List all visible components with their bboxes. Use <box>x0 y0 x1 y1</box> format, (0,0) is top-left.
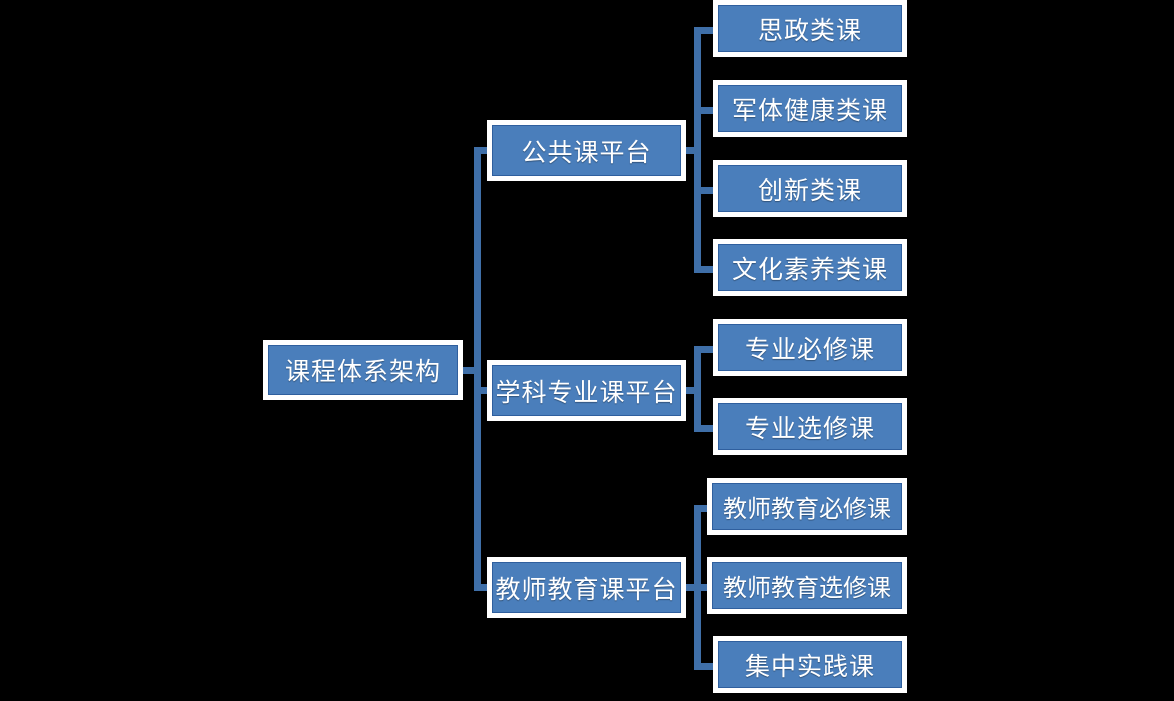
node-root[interactable]: 课程体系架构 <box>263 340 463 400</box>
node-leaf-2-1-label: 专业必修课 <box>718 324 902 371</box>
connector-branch-1-leaf-3 <box>694 187 720 194</box>
connector-branch-2-stub <box>679 387 701 394</box>
connector-root-stub <box>456 367 478 374</box>
node-branch-discipline-courses[interactable]: 学科专业课平台 <box>487 360 686 421</box>
node-root-label: 课程体系架构 <box>268 345 458 395</box>
connector-branch-1-leaf-1 <box>694 27 720 34</box>
node-leaf-ideological-political[interactable]: 思政类课 <box>713 0 907 57</box>
node-leaf-1-1-label: 思政类课 <box>718 5 902 52</box>
node-leaf-1-3-label: 创新类课 <box>718 165 902 212</box>
connector-trunk-to-branch-1 <box>474 147 496 154</box>
node-leaf-3-2-label: 教师教育选修课 <box>712 562 902 609</box>
node-leaf-1-2-label: 军体健康类课 <box>718 85 902 132</box>
connector-branch-1-leaf-4 <box>694 266 720 273</box>
connector-branch-1-leaf-2 <box>694 107 720 114</box>
connector-root-trunk <box>474 147 481 591</box>
node-branch-1-label: 公共课平台 <box>492 125 681 176</box>
connector-branch-1-trunk <box>694 27 701 269</box>
connector-branch-3-stub <box>679 584 701 591</box>
node-leaf-innovation[interactable]: 创新类课 <box>713 160 907 217</box>
node-branch-teacher-education-courses[interactable]: 教师教育课平台 <box>487 557 686 618</box>
connector-trunk-to-branch-3 <box>474 584 496 591</box>
node-leaf-major-required[interactable]: 专业必修课 <box>713 319 907 376</box>
node-leaf-1-4-label: 文化素养类课 <box>718 244 902 291</box>
connector-trunk-to-branch-2 <box>474 387 496 394</box>
node-leaf-3-3-label: 集中实践课 <box>718 641 902 688</box>
node-leaf-teacher-ed-required[interactable]: 教师教育必修课 <box>707 478 907 535</box>
connector-branch-2-trunk <box>694 346 701 431</box>
connector-branch-1-stub <box>679 147 701 154</box>
node-branch-2-label: 学科专业课平台 <box>492 365 681 416</box>
node-branch-3-label: 教师教育课平台 <box>492 562 681 613</box>
node-branch-public-courses[interactable]: 公共课平台 <box>487 120 686 181</box>
node-leaf-2-2-label: 专业选修课 <box>718 403 902 450</box>
connector-branch-2-leaf-1 <box>694 346 720 353</box>
node-leaf-intensive-practice[interactable]: 集中实践课 <box>713 636 907 693</box>
node-leaf-teacher-ed-elective[interactable]: 教师教育选修课 <box>707 557 907 614</box>
node-leaf-cultural-literacy[interactable]: 文化素养类课 <box>713 239 907 296</box>
connector-branch-3-leaf-3 <box>694 663 720 670</box>
node-leaf-military-health[interactable]: 军体健康类课 <box>713 80 907 137</box>
node-leaf-3-1-label: 教师教育必修课 <box>712 483 902 530</box>
node-leaf-major-elective[interactable]: 专业选修课 <box>713 398 907 455</box>
connector-branch-2-leaf-2 <box>694 425 720 432</box>
